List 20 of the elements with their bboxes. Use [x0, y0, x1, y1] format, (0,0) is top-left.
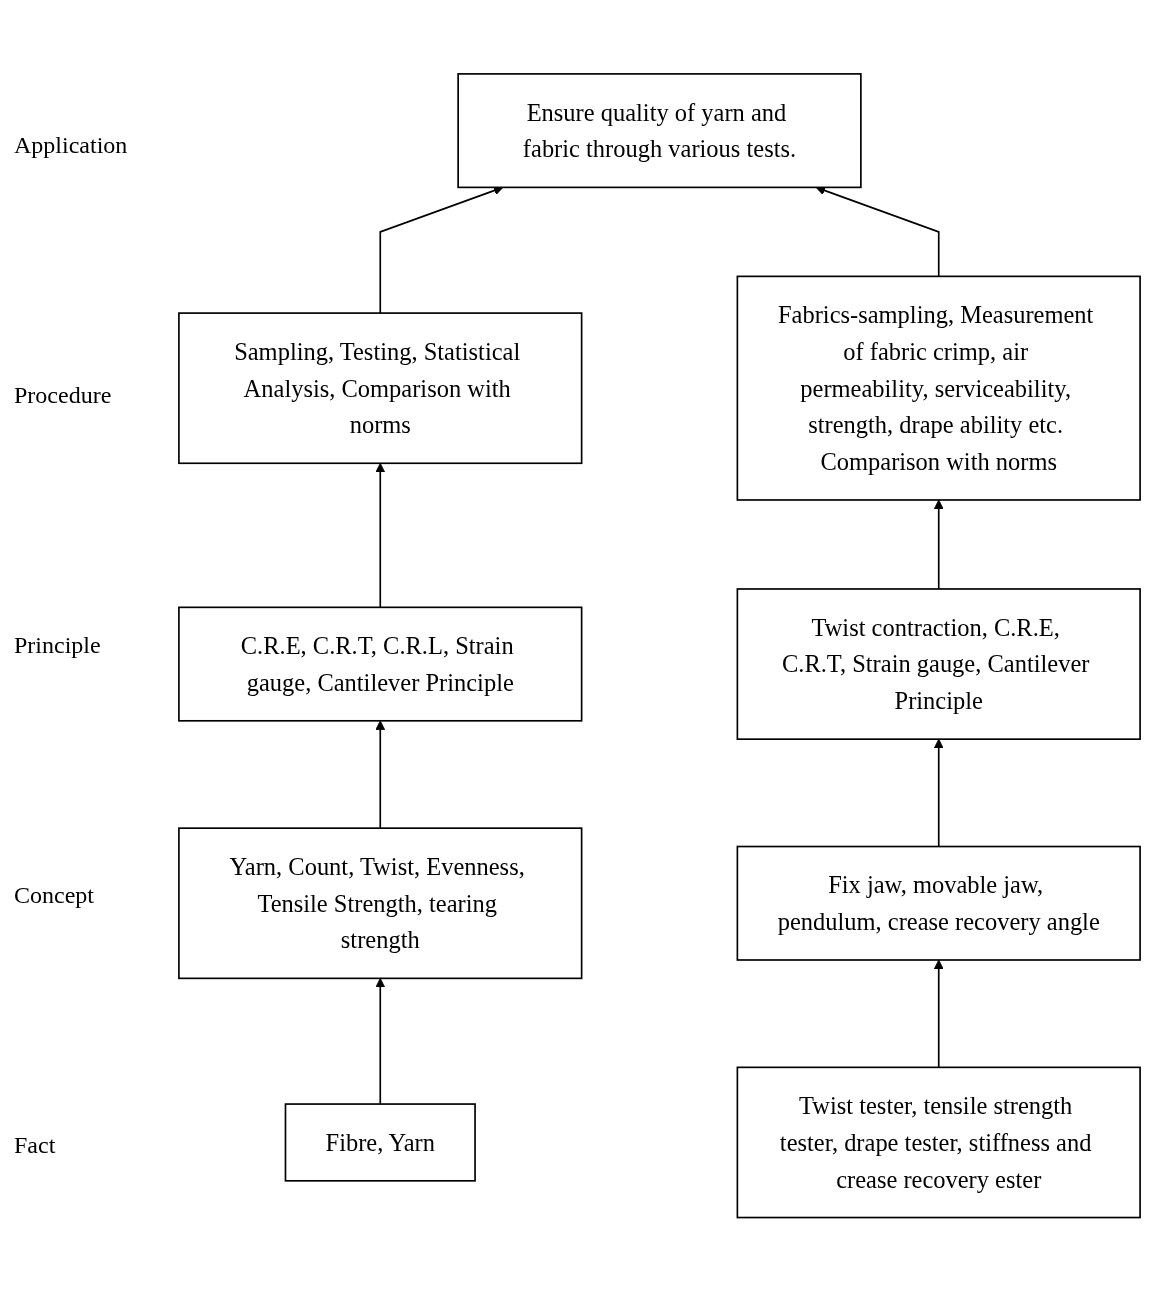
arrow: [375, 977, 386, 1105]
row-label: Fact: [14, 1132, 57, 1160]
arrow: [933, 499, 944, 590]
node-box: Fix jaw, movable jaw, pendulum, crease recovery angle: [736, 845, 1141, 961]
arrow: [933, 738, 944, 848]
node-box: Fibre, Yarn: [284, 1103, 476, 1182]
arrow: [375, 720, 386, 829]
row-label: Application: [14, 131, 129, 159]
node-box: Yarn, Count, Twist, Evenness, Tensile Strength, tearing strength: [178, 827, 583, 979]
node-box: Ensure quality of yarn and fabric through various tests.: [457, 72, 862, 188]
arrow: [933, 959, 944, 1068]
node-box: C.R.E, C.R.T, C.R.L, Strain gauge, Cantilever Principle: [178, 606, 583, 722]
row-label: Procedure: [14, 381, 113, 409]
row-label: Concept: [14, 882, 95, 910]
row-label: Principle: [14, 631, 102, 659]
node-box: Sampling, Testing, Statistical Analysis, Comparison with norms: [178, 312, 583, 464]
node-box: Twist tester, tensile strength tester, drape tester, stiffness and crease recovery ester: [736, 1066, 1141, 1219]
node-box: Twist contraction, C.R.E, C.R.T, Strain gauge, Cantilever Principle: [736, 587, 1141, 740]
node-box: Fabrics-sampling, Measurement of fabric crimp, air permeability, serviceability, strength, drape ability etc. Comparison with norms: [736, 275, 1141, 501]
arrow: [375, 462, 386, 608]
